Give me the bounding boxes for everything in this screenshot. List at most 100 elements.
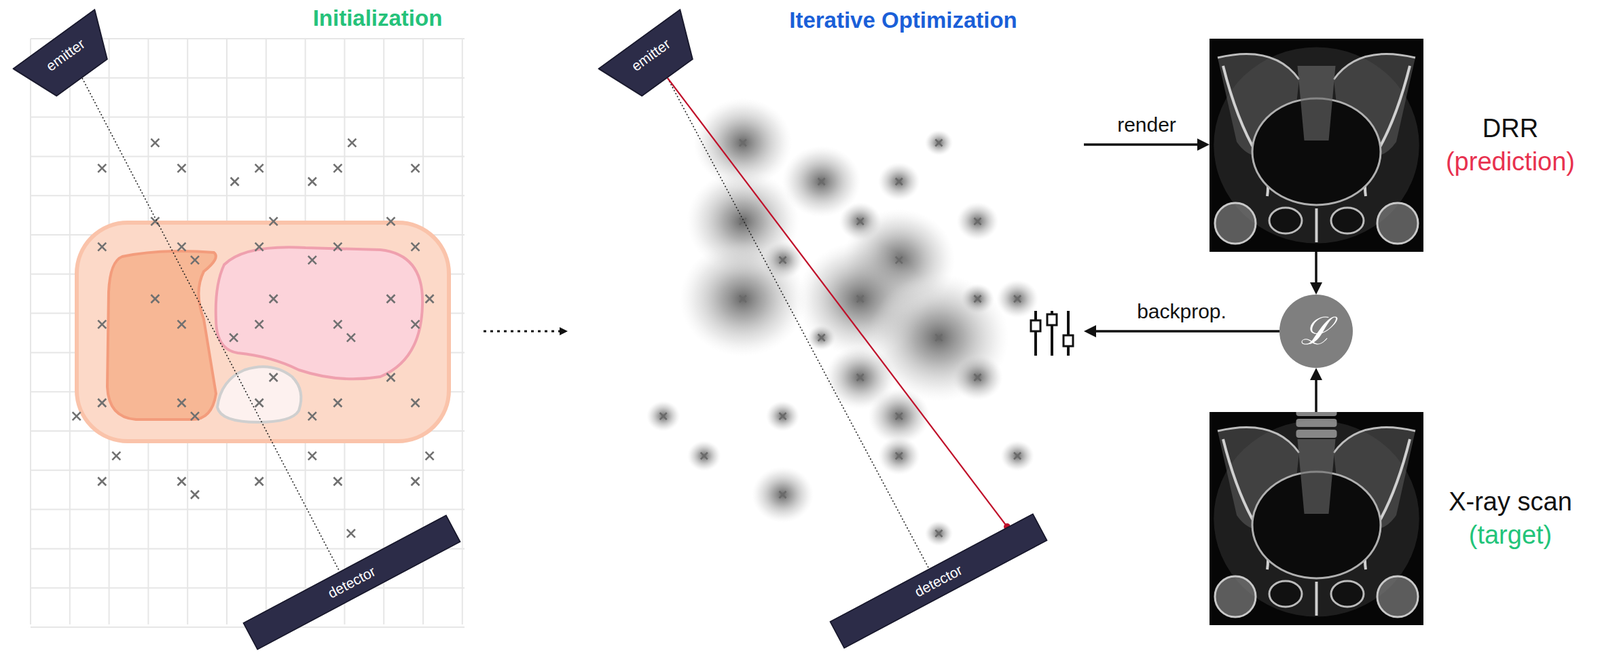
gaussian — [807, 325, 836, 352]
sample-cross — [333, 164, 342, 173]
sample-cross — [1013, 295, 1021, 303]
sample-cross — [150, 138, 159, 147]
image-subtitle: (target) — [1468, 518, 1552, 553]
sample-cross — [72, 412, 81, 421]
sample-cross — [818, 334, 826, 341]
image-subtitle: (prediction) — [1445, 145, 1575, 179]
detector-node: detector — [829, 513, 1048, 650]
image-node: X-ray scan(target) — [1209, 412, 1424, 626]
stage-panel: Initializationemitterdetector — [3, 3, 484, 649]
sample-cross — [818, 177, 826, 185]
gaussian — [924, 520, 953, 547]
xray-image — [1209, 38, 1424, 252]
sample-cross — [150, 294, 159, 303]
image-caption: X-ray scan(target) — [1431, 412, 1590, 626]
edge-label: backprop. — [1136, 300, 1227, 324]
xray-ground — [1209, 38, 1424, 252]
femoral-outline — [1214, 203, 1256, 244]
sample-cross — [308, 177, 317, 186]
femoral-head — [1377, 203, 1418, 244]
iliac-crest — [1333, 427, 1416, 453]
sample-cross — [1013, 452, 1021, 460]
sample-cross — [333, 399, 342, 408]
sample-cross — [973, 374, 981, 381]
sample-cross — [778, 491, 786, 499]
arrow-head — [1310, 282, 1323, 295]
sample-cross — [333, 320, 342, 329]
sample-cross — [347, 333, 356, 342]
sample-cross — [308, 412, 317, 421]
connector — [1314, 251, 1318, 283]
grid-line — [30, 77, 465, 79]
sample-cross — [97, 164, 106, 173]
sample-cross — [97, 320, 106, 329]
sample-cross — [739, 139, 747, 147]
sample-cross — [177, 477, 186, 486]
obturator — [1331, 581, 1364, 608]
femoral-head — [1377, 576, 1418, 618]
gaussian — [878, 436, 921, 475]
sample-cross — [411, 477, 420, 486]
sample-cross — [347, 529, 356, 538]
sample-cross — [739, 295, 747, 303]
sample-cross — [411, 399, 420, 408]
grid-line — [29, 38, 32, 625]
sample-cross — [660, 412, 667, 420]
sliders-icon — [1030, 311, 1074, 356]
vertebra — [1296, 429, 1338, 439]
loss-node: ℒ — [1279, 294, 1353, 369]
emitter-node: emitter — [597, 8, 709, 108]
emitter-node: emitter — [12, 8, 124, 108]
sample-cross — [97, 243, 106, 252]
gaussian — [687, 440, 722, 472]
sample-cross — [150, 217, 159, 226]
stage-panel: Iterative Optimization emitter detector — [567, 3, 1084, 649]
sample-cross — [112, 452, 121, 461]
sample-cross — [190, 412, 199, 421]
sample-cross — [230, 177, 240, 186]
sample-cross — [347, 138, 356, 147]
xray-image — [1209, 412, 1424, 626]
sample-cross — [97, 477, 106, 486]
gaussian — [960, 283, 995, 315]
grid-line — [461, 38, 464, 625]
panel-title: Initialization — [313, 5, 443, 32]
sample-cross — [177, 399, 186, 408]
sample-cross — [229, 333, 238, 342]
connector — [1083, 143, 1198, 147]
sample-cross — [177, 164, 186, 173]
sacrum — [1297, 439, 1336, 515]
sample-cross — [935, 139, 942, 147]
sample-cross — [778, 412, 786, 420]
obturator — [1269, 207, 1302, 234]
sample-cross — [97, 399, 106, 408]
grid-line — [30, 587, 465, 589]
arrow-head — [1197, 138, 1210, 151]
connector — [1314, 380, 1318, 413]
voxel-grid — [30, 38, 465, 628]
symphysis — [1315, 582, 1319, 616]
sample-cross — [269, 217, 278, 226]
gaussian — [952, 354, 1003, 401]
grid-line — [30, 116, 465, 119]
gaussian — [646, 401, 681, 432]
vertebra — [1296, 412, 1338, 417]
gaussian — [878, 162, 921, 201]
sample-cross — [425, 452, 434, 461]
xray-glow — [1213, 421, 1419, 618]
sample-cross — [935, 334, 942, 341]
gaussian — [1000, 440, 1035, 472]
ray-red — [667, 78, 1008, 527]
gaussians — [646, 98, 1039, 547]
ray-dotted — [667, 78, 930, 570]
arrow-head — [559, 327, 568, 336]
panel-title: Iterative Optimization — [789, 7, 1018, 34]
connector — [1096, 330, 1280, 333]
iliac-crest — [1333, 53, 1416, 80]
connector — [483, 330, 560, 333]
sample-cross — [895, 452, 903, 460]
femoral-head — [1214, 576, 1256, 618]
sample-cross — [190, 491, 199, 500]
image-title: X-ray scan — [1448, 485, 1573, 519]
